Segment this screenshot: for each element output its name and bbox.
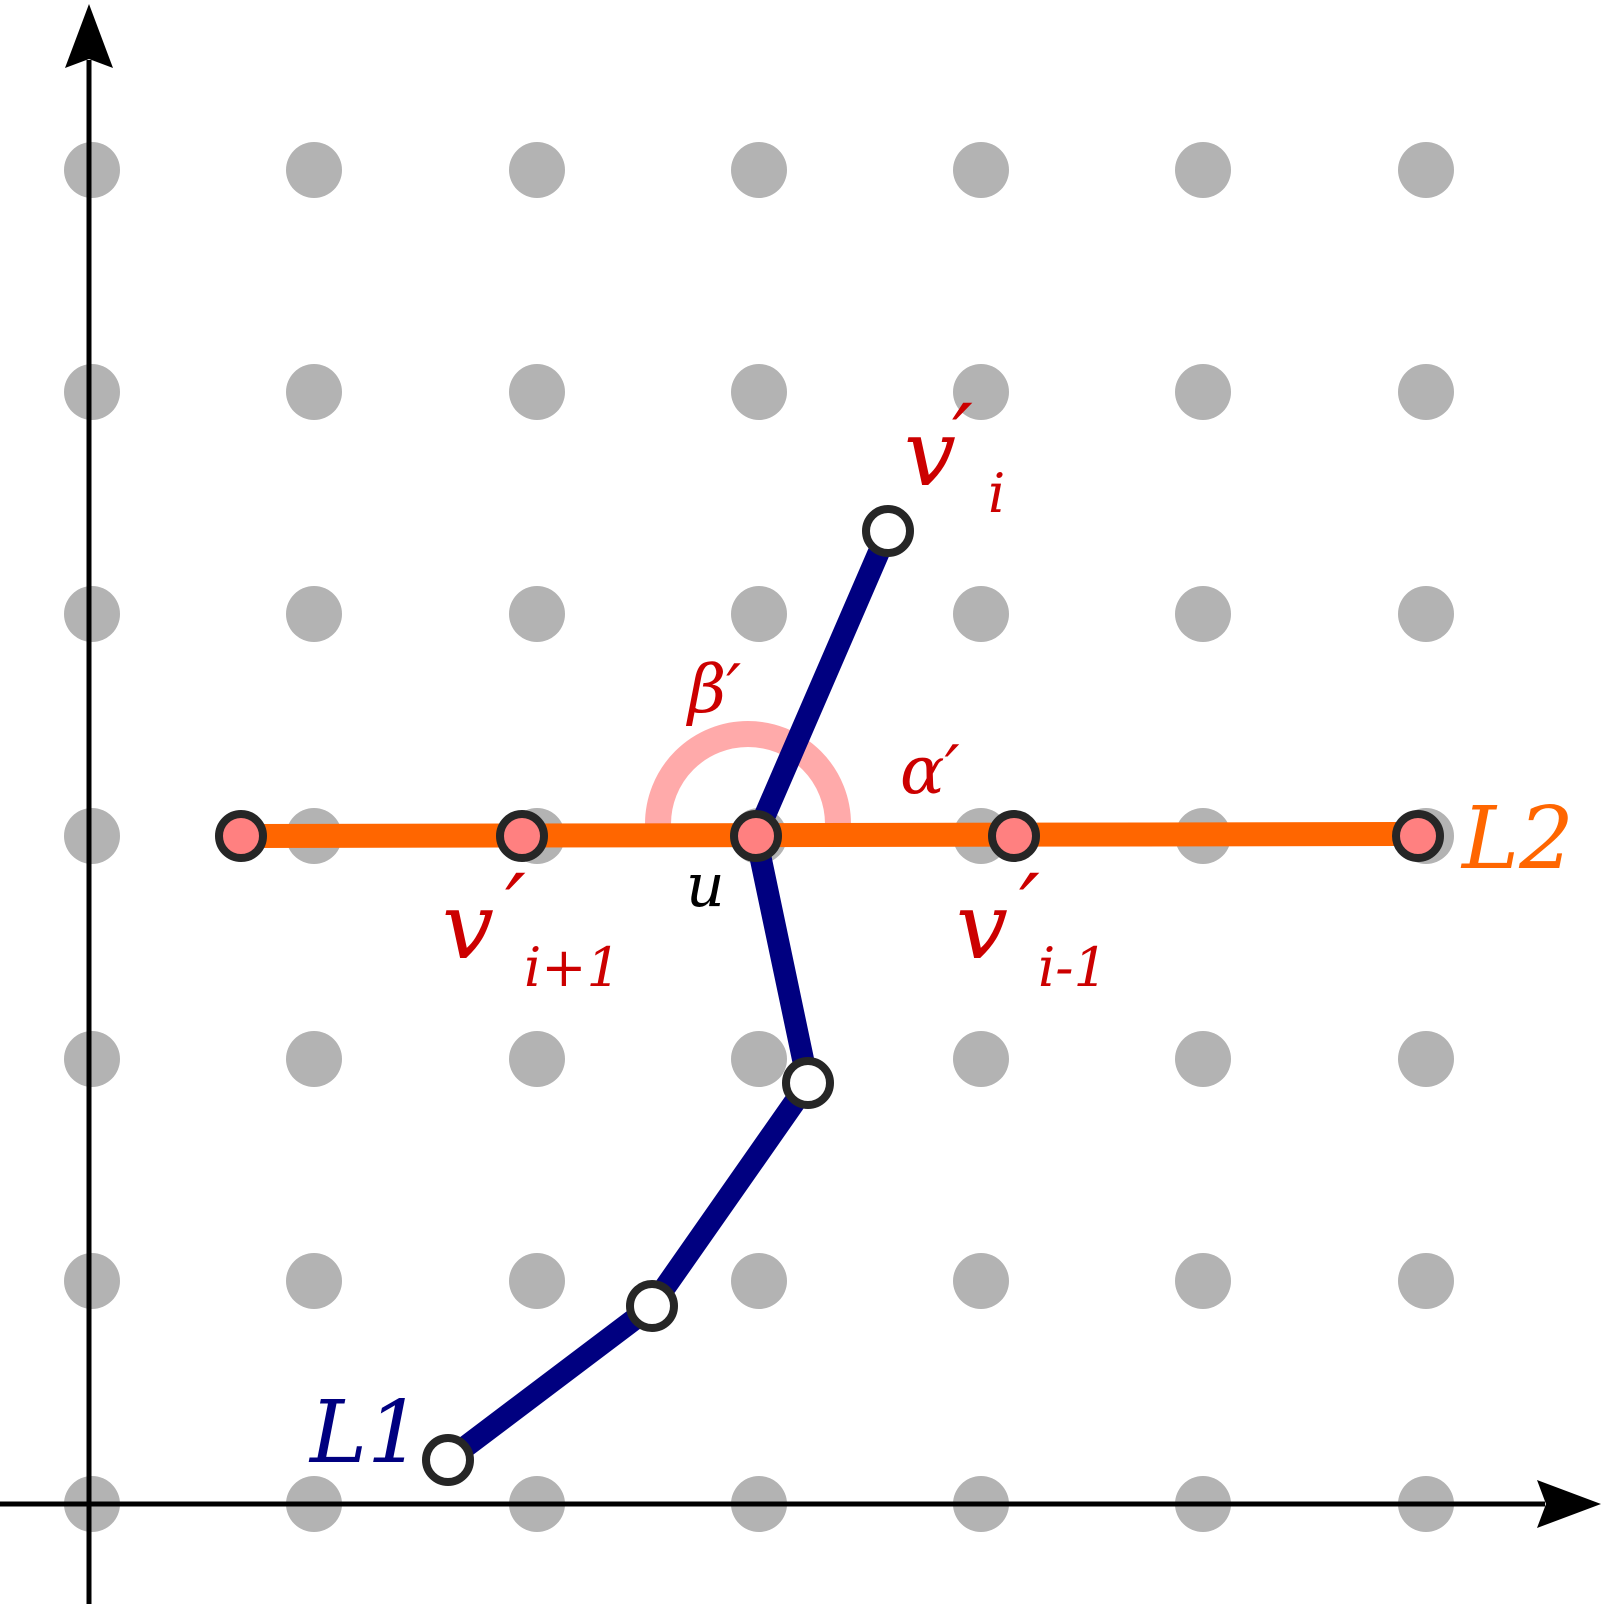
grid-dot [286, 586, 342, 642]
grid-dot [1398, 142, 1454, 198]
grid-dot [64, 1031, 120, 1087]
vertex-l2-start [215, 810, 267, 862]
label-v-i-minus-1: v [956, 873, 1008, 980]
grid-dot [1175, 364, 1231, 420]
grid-dot [731, 1031, 787, 1087]
vertex-l1-start [422, 1434, 474, 1486]
grid-dot [509, 1031, 565, 1087]
label-v-i-plus-1-sub: i+1 [524, 936, 621, 999]
vertex-u [730, 810, 782, 862]
vertex-l1-2 [626, 1280, 678, 1332]
grid-dot [731, 142, 787, 198]
grid-dot [286, 364, 342, 420]
grid-dot [509, 142, 565, 198]
grid-dot [731, 364, 787, 420]
grid-dot [1398, 1031, 1454, 1087]
label-v-i-plus-1-prime: ′ [505, 855, 526, 962]
grid-dot [64, 1253, 120, 1309]
label-v-i-minus-1-prime: ′ [1019, 855, 1040, 962]
grid-dot [509, 586, 565, 642]
label-v-i-prime: ′ [952, 385, 973, 492]
grid-dot [1175, 142, 1231, 198]
y-axis-arrow-icon [65, 4, 113, 68]
grid-dot [1398, 1253, 1454, 1309]
vertex-v-i [862, 505, 914, 557]
label-alpha: α′ [900, 732, 960, 809]
grid-dot [1398, 586, 1454, 642]
vertices-L2 [215, 810, 1444, 862]
grid-dot [286, 142, 342, 198]
vertex-l2-end [1392, 810, 1444, 862]
grid-dot [286, 1031, 342, 1087]
labels: v ′ i β′ α′ u v ′ i+1 v ′ i-1 [308, 385, 1574, 1483]
grid-dot [731, 586, 787, 642]
grid-dot [953, 364, 1009, 420]
grid-dot [509, 1253, 565, 1309]
grid-dot [1175, 1031, 1231, 1087]
vertex-v-i-minus-1 [988, 810, 1040, 862]
grid-dot [64, 808, 120, 864]
grid-dot [509, 364, 565, 420]
line-L2 [240, 822, 1421, 848]
grid-dot [1175, 586, 1231, 642]
grid-dot [953, 142, 1009, 198]
label-v-i-sub: i [988, 462, 1005, 525]
vertices-L1 [422, 505, 914, 1486]
grid-dot [1175, 1253, 1231, 1309]
label-beta: β′ [685, 651, 741, 728]
label-v-i-minus-1-sub: i-1 [1038, 936, 1108, 999]
angle-arc [645, 721, 851, 825]
grid-dot [1398, 364, 1454, 420]
label-v-i-plus-1: v [442, 873, 494, 980]
grid-dot [953, 1253, 1009, 1309]
grid-dot [953, 1031, 1009, 1087]
grid-dot [286, 1253, 342, 1309]
label-L2: L2 [1460, 789, 1574, 889]
grid-dot [64, 142, 120, 198]
grid-dot [64, 586, 120, 642]
vertex-v-i-plus-1 [496, 810, 548, 862]
label-u: u [686, 851, 725, 921]
axes [0, 4, 1601, 1604]
vertex-l1-3 [782, 1057, 834, 1109]
grid-dot [64, 364, 120, 420]
grid-dot [953, 586, 1009, 642]
grid-dot [731, 1253, 787, 1309]
label-L1: L1 [308, 1383, 422, 1483]
x-axis-arrow-icon [1537, 1480, 1601, 1528]
label-v-i: v [904, 400, 956, 507]
